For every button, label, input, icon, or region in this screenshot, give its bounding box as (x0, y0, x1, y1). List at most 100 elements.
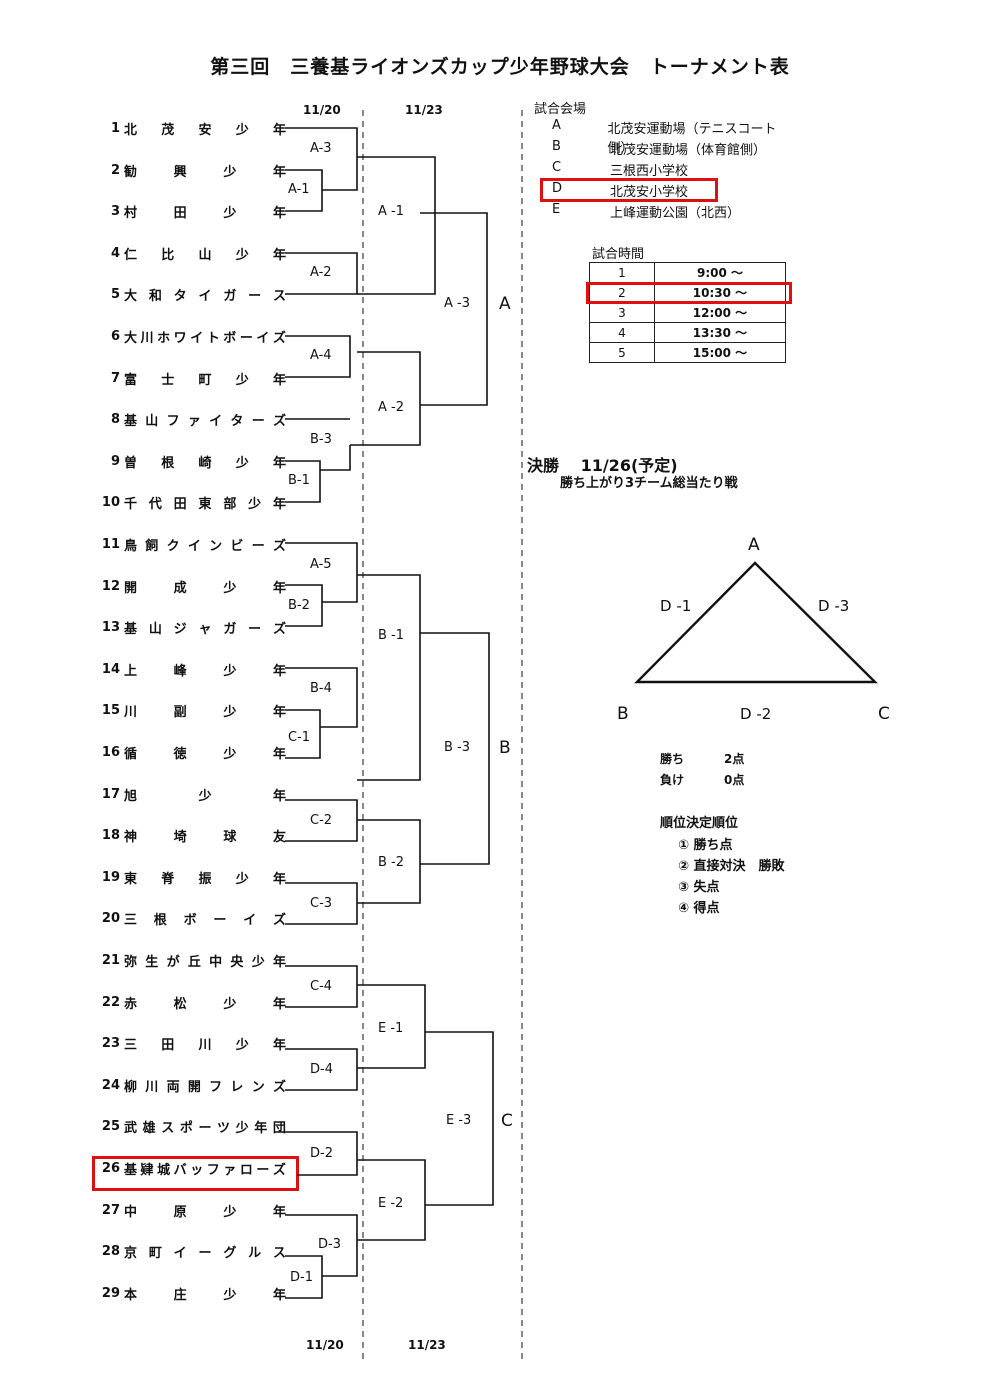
match-label-e2: E -2 (378, 1196, 404, 1211)
ranking-title: 順位決定順位 (660, 816, 739, 831)
venue-list: 試合会場 (534, 98, 586, 121)
match-label-c4: C-4 (310, 979, 333, 994)
match-label-b2-r2: B -2 (378, 855, 405, 870)
group-label-c: C (501, 1111, 513, 1131)
team-number: 28 (101, 1243, 120, 1259)
final-edge-left: D -1 (660, 597, 692, 615)
highlight-team-26 (92, 1156, 299, 1191)
match-label-e3: E -3 (446, 1113, 472, 1128)
match-label-b2-r1: B-2 (288, 598, 310, 613)
match-label-c2: C-2 (310, 813, 333, 828)
match-label-a1-r1: A-1 (288, 182, 310, 197)
ranking-item-4: ④ 得点 (678, 901, 720, 916)
match-label-b3-r3: B -3 (444, 740, 471, 755)
team-name: 赤松少年 (124, 996, 286, 1012)
ranking-item-1: ① 勝ち点 (678, 838, 733, 853)
bracket-line (285, 169, 323, 212)
team-name: 曽根崎少年 (124, 455, 286, 471)
team-name: 北茂安少年 (124, 122, 286, 138)
final-triangle (634, 561, 878, 684)
team-number: 2 (110, 162, 120, 178)
venue-name: 北茂安小学校 (610, 185, 689, 200)
venue-name: 上峰運動公園（北西） (610, 206, 741, 221)
team-name: 三田川少年 (124, 1037, 286, 1053)
team-number: 6 (110, 328, 120, 344)
team-name: 開成少年 (124, 580, 286, 596)
team-name: 弥生が丘中央少年 (124, 954, 286, 970)
team-number: 14 (101, 661, 120, 677)
venue-row: B 北茂安運動場（体育館側） (534, 139, 794, 159)
time-slot-number: 5 (589, 342, 655, 363)
bracket-line (285, 965, 358, 1008)
venue-code: B (552, 139, 561, 154)
loss-points-label: 負け (660, 773, 685, 787)
team-name: 本庄少年 (124, 1287, 286, 1303)
group-label-b: B (499, 738, 511, 758)
team-name: 富士町少年 (124, 372, 286, 388)
team-number: 25 (101, 1118, 120, 1134)
team-number: 10 (101, 494, 120, 510)
bracket-line (420, 632, 490, 865)
bracket-line (285, 1214, 358, 1277)
team-name: 柳川両開フレンズ (124, 1079, 286, 1095)
team-number: 13 (101, 619, 120, 635)
bracket-line (285, 584, 323, 627)
venue-name: 三根西小学校 (610, 164, 689, 179)
match-label-c1: C-1 (288, 730, 311, 745)
match-label-b3-r1: B-3 (310, 432, 332, 447)
final-edge-right: D -3 (818, 597, 850, 615)
team-number: 22 (101, 994, 120, 1010)
venue-code: C (552, 160, 562, 175)
venue-row: C 三根西小学校 (534, 160, 794, 180)
team-number: 5 (110, 286, 120, 302)
win-points-value: 2点 (724, 752, 745, 766)
team-name: 大和タイガース (124, 288, 286, 304)
team-name: 中原少年 (124, 1204, 286, 1220)
match-label-d2: D-2 (310, 1146, 333, 1161)
bracket-line (285, 1255, 323, 1299)
time-slot-number: 4 (589, 322, 655, 343)
team-name: 基山ファイターズ (124, 413, 286, 429)
team-number: 16 (101, 744, 120, 760)
venue-row: D 北茂安小学校 (534, 181, 794, 201)
team-name: 東脊振少年 (124, 871, 286, 887)
team-number: 3 (110, 203, 120, 219)
match-label-a5: A-5 (310, 557, 332, 572)
bracket-line (357, 1159, 426, 1241)
venue-name: 北茂安運動場（体育館側） (610, 143, 767, 158)
team-number: 1 (110, 120, 120, 136)
team-number: 7 (110, 370, 120, 386)
team-name: 村田少年 (124, 205, 286, 221)
match-label-a3-r3: A -3 (444, 296, 470, 311)
bracket-line (285, 460, 321, 503)
team-number: 26 (101, 1160, 120, 1176)
bracket-line (420, 212, 488, 406)
team-name: 旭少年 (124, 788, 286, 804)
match-label-b1-r2: B -1 (378, 628, 405, 643)
time-slot-time: 13:30 〜 (654, 322, 786, 343)
venue-code: D (552, 181, 563, 196)
final-title: 決勝 11/26(予定) (527, 456, 678, 475)
time-slot-time: 12:00 〜 (654, 302, 786, 323)
match-label-d1: D-1 (290, 1270, 313, 1285)
